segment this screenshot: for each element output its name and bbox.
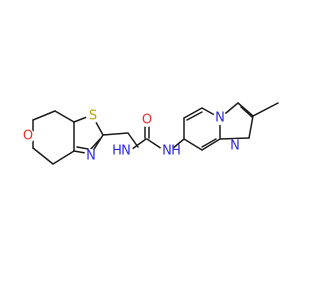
- label-mask: [140, 113, 154, 127]
- hydrogen-symbol: H: [112, 144, 122, 159]
- bond: [102, 132, 129, 136]
- atom-symbol: S: [89, 109, 97, 124]
- bond: [52, 150, 75, 165]
- bond: [89, 138, 101, 151]
- carbonyl-oxygen-atom: O: [140, 113, 154, 128]
- bond: [248, 115, 254, 139]
- bond: [146, 138, 163, 150]
- label-mask: [160, 144, 174, 158]
- bond: [171, 138, 185, 150]
- molecule-structure-diagram: O S N N H O N H N N: [21, 102, 279, 165]
- bond: [237, 102, 254, 117]
- hydrogen-symbol: H: [171, 144, 181, 159]
- label-mask: [119, 144, 133, 158]
- imidazole-nitrogen-atom: N: [228, 139, 242, 154]
- bond: [201, 138, 217, 148]
- bond: [219, 137, 250, 140]
- thiazole-nitrogen-atom: N: [84, 149, 98, 164]
- ring-oxygen-atom: O: [21, 129, 35, 144]
- label-mask: [84, 149, 98, 163]
- atom-symbol: O: [23, 129, 33, 144]
- bond: [186, 111, 203, 121]
- atom-symbol: N: [162, 144, 172, 159]
- bond: [240, 106, 253, 118]
- atom-symbol: O: [142, 113, 152, 128]
- bond: [201, 138, 221, 151]
- bridgehead-nitrogen-atom: N: [213, 111, 227, 126]
- sulfur-atom: S: [86, 109, 100, 124]
- label-mask: [213, 111, 227, 125]
- bond: [32, 110, 56, 121]
- bond: [252, 102, 279, 117]
- atom-symbol: N: [86, 149, 96, 164]
- molecule-canvas: O S N N H O N H N N: [21, 102, 279, 165]
- atom-symbol: N: [215, 111, 225, 126]
- bond: [76, 146, 89, 150]
- atom-symbol: N: [230, 139, 240, 154]
- atom-symbol: N: [121, 144, 131, 159]
- bond-layer: [32, 102, 279, 165]
- amide-nh-right: N H: [160, 144, 181, 159]
- bond: [54, 110, 75, 123]
- label-mask: [21, 129, 35, 143]
- atom-label-layer: O S N N H O N H N N: [21, 109, 242, 164]
- amide-nh-left: N H: [112, 144, 133, 159]
- label-mask: [86, 109, 100, 123]
- bond: [183, 107, 203, 119]
- bond: [183, 138, 203, 151]
- bond: [127, 132, 139, 148]
- bond: [32, 147, 54, 165]
- label-mask: [228, 139, 242, 153]
